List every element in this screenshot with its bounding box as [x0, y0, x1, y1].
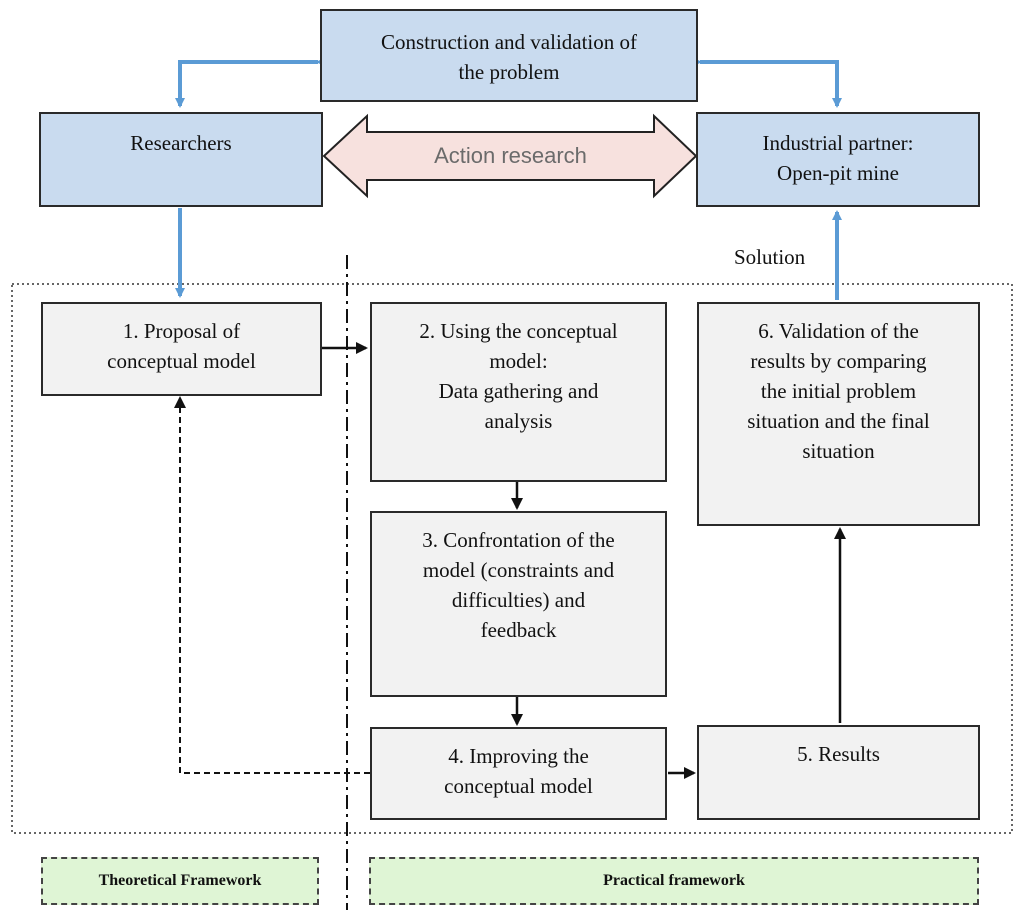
step2-using-model-box: 2. Using the conceptual model: Data gath…: [370, 302, 667, 482]
step6-text: 6. Validation of the results by comparin…: [747, 319, 930, 463]
theoretical-framework-label: Theoretical Framework: [41, 857, 319, 905]
step1-proposal-box: 1. Proposal of conceptual model: [41, 302, 322, 396]
action-research-label: Action research: [434, 143, 587, 168]
step4-improving-box: 4. Improving the conceptual model: [370, 727, 667, 820]
construction-to-industrial-arrow: [692, 57, 842, 108]
step4-text: 4. Improving the conceptual model: [444, 744, 593, 798]
industrial-partner-box: Industrial partner: Open-pit mine: [696, 112, 980, 207]
researchers-text: Researchers: [130, 131, 232, 155]
feedback-loop-arrow: [174, 396, 370, 774]
step3-text: 3. Confrontation of the model (constrain…: [422, 528, 615, 642]
theoretical-framework-text: Theoretical Framework: [98, 872, 262, 889]
step1-text: 1. Proposal of conceptual model: [107, 319, 256, 373]
step2-text: 2. Using the conceptual model: Data gath…: [419, 319, 618, 433]
solution-label: Solution: [734, 245, 806, 269]
practical-framework-label: Practical framework: [369, 857, 979, 905]
step5-results-box: 5. Results: [697, 725, 980, 820]
construction-validation-text: Construction and validation of the probl…: [380, 30, 638, 84]
construction-validation-box: Construction and validation of the probl…: [320, 9, 698, 102]
step5-text: 5. Results: [797, 742, 880, 766]
practical-framework-text: Practical framework: [603, 872, 745, 889]
scope-boundary: [11, 283, 1013, 834]
step6-validation-box: 6. Validation of the results by comparin…: [697, 302, 980, 526]
construction-to-researchers-arrow: [175, 57, 326, 108]
step3-confrontation-box: 3. Confrontation of the model (constrain…: [370, 511, 667, 697]
industrial-partner-text: Industrial partner: Open-pit mine: [762, 131, 914, 185]
researchers-box: Researchers: [39, 112, 323, 207]
